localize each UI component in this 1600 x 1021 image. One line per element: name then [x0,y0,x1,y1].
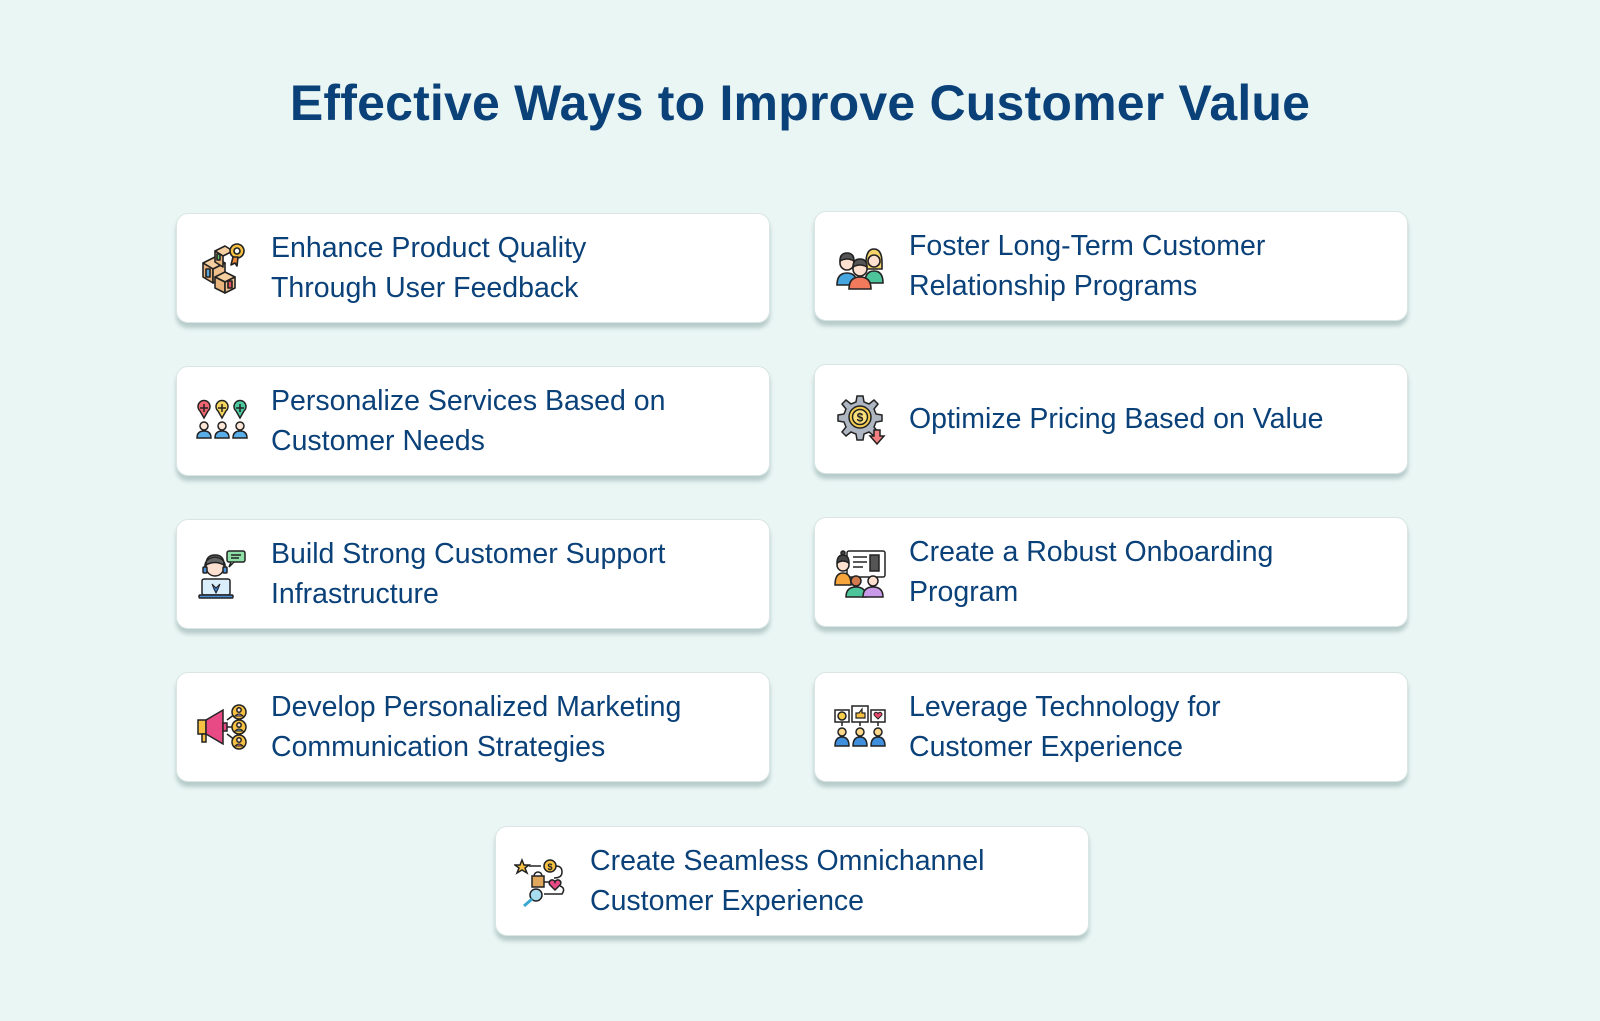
onboarding-presentation-icon [833,545,887,599]
card-label: Develop Personalized Marketing Communica… [271,691,682,763]
megaphone-audience-icon [195,700,249,754]
card-enhance-product-quality: Enhance Product Quality Through User Fee… [176,213,770,323]
card-label: Optimize Pricing Based on Value [909,403,1324,435]
card-label: Create Seamless Omnichannel Customer Exp… [590,845,985,917]
card-customer-support: Build Strong Customer Support Infrastruc… [176,519,770,629]
card-label: Foster Long-Term Customer Relationship P… [909,230,1266,302]
card-label: Personalize Services Based on Customer N… [271,385,666,457]
customer-group-icon [833,239,887,293]
card-omnichannel-experience: $ Create Seamless Omnichannel Customer E… [495,826,1089,936]
card-label: Build Strong Customer Support Infrastruc… [271,538,666,610]
page-title: Effective Ways to Improve Customer Value [289,75,1311,131]
card-leverage-technology: Leverage Technology for Customer Experie… [814,672,1408,782]
omnichannel-journey-icon: $ [514,854,568,908]
card-optimize-pricing: $ Optimize Pricing Based on Value [814,364,1408,474]
card-onboarding-program: Create a Robust Onboarding Program [814,517,1408,627]
svg-text:$: $ [857,411,864,425]
pricing-gear-icon: $ [833,392,887,446]
card-personalize-services: Personalize Services Based on Customer N… [176,366,770,476]
product-quality-boxes-icon [195,241,249,295]
personalized-users-icon [195,394,249,448]
card-foster-relationship: Foster Long-Term Customer Relationship P… [814,211,1408,321]
support-agent-icon [195,547,249,601]
card-label: Create a Robust Onboarding Program [909,536,1274,608]
card-label: Leverage Technology for Customer Experie… [909,691,1221,763]
svg-text:$: $ [547,862,552,872]
feedback-technology-icon [833,700,887,754]
card-label: Enhance Product Quality Through User Fee… [271,232,587,304]
card-personalized-marketing: Develop Personalized Marketing Communica… [176,672,770,782]
